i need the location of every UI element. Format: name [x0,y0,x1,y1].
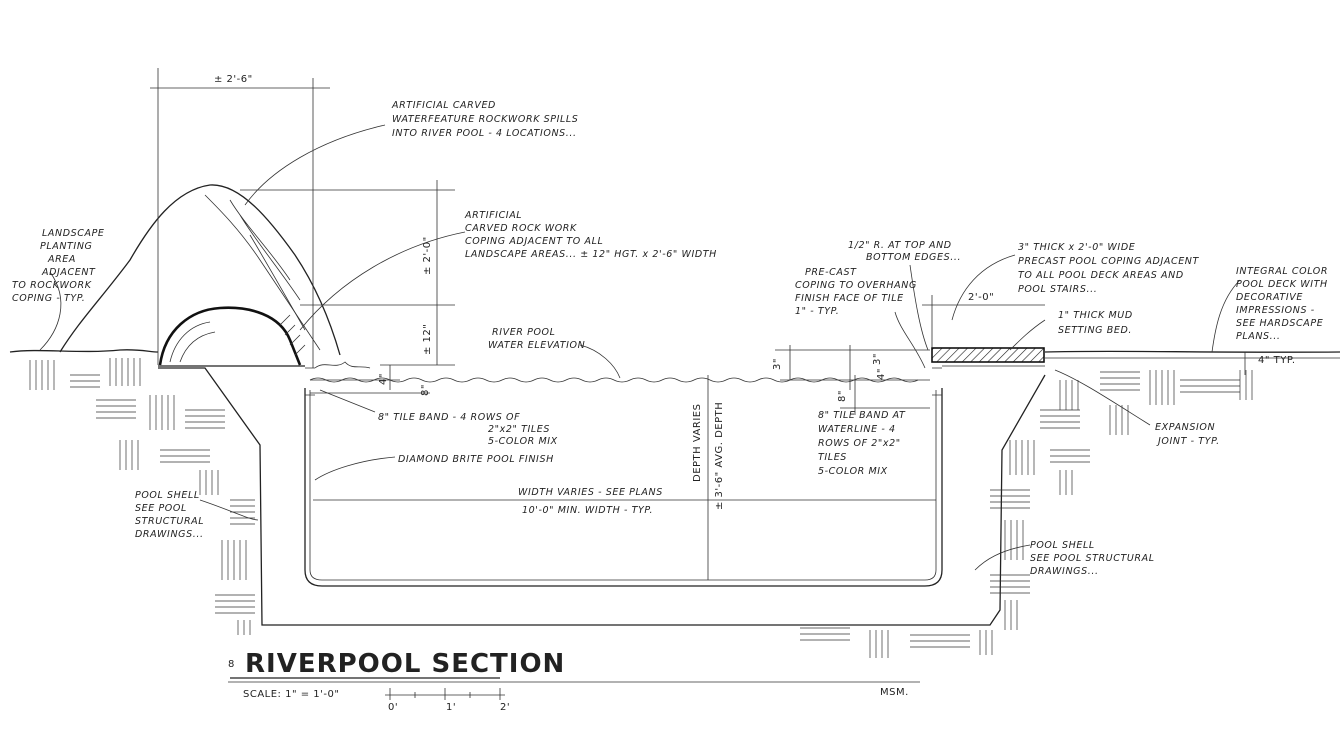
note-landscape: LANDSCAPE PLANTING AREA ADJACENT TO ROCK… [12,228,108,304]
dim-depth-avg: ± 3'-6" AVG. DEPTH [714,402,725,510]
drawing-title: RIVERPOOL SECTION [245,649,565,679]
dim-rock-base: ± 12" [422,324,433,355]
scale-tick-2: 2' [500,702,510,713]
dim-rock-width: ± 2'-6" [214,74,253,85]
initials: MSM. [880,687,909,698]
note-finish: DIAMOND BRITE POOL FINISH [398,454,554,465]
note-precast-overhang: PRE-CAST COPING TO OVERHANG FINISH FACE … [795,267,921,317]
dim-right-3: 3" [772,358,783,370]
rockwork [59,184,371,369]
dim-right-tile: 8" [837,390,848,402]
dim-left-tile: 8" [420,384,431,396]
note-deck: INTEGRAL COLOR POOL DECK WITH DECORATIVE… [1236,266,1332,342]
note-shell-right: POOL SHELL SEE POOL STRUCTURAL DRAWINGS.… [1030,540,1158,577]
dim-rock-height: ± 2'-0" [422,236,433,275]
note-width: WIDTH VARIES - SEE PLANS 10'-0" MIN. WID… [518,487,666,516]
water-line [309,377,919,383]
ground-lines [9,349,1341,359]
dim-coping-width: 2'-0" [968,292,994,303]
leader-lines [39,124,1241,571]
note-coping-desc: 3" THICK x 2'-0" WIDE PRECAST POOL COPIN… [1018,242,1203,295]
note-shell-left: POOL SHELL SEE POOL STRUCTURAL DRAWINGS.… [135,490,208,540]
dim-right-3b: 3" [872,353,883,365]
soil-hatching-left [29,358,255,635]
soil-hatching-right [800,370,1253,658]
note-radius: 1/2" R. AT TOP AND BOTTOM EDGES... [848,240,961,263]
scale-label: SCALE: 1" = 1'-0" [243,689,340,700]
dim-depth: DEPTH VARIES [692,404,703,482]
title-number: 8 [228,659,235,670]
note-rock-coping: ARTIFICIAL CARVED ROCK WORK COPING ADJAC… [464,210,717,260]
dim-right-4: 4" [876,368,887,380]
annotation-notes: ARTIFICIAL CARVED WATERFEATURE ROCKWORK … [12,100,1332,577]
dimension-lines [150,68,1246,580]
note-tile-right: 8" TILE BAND AT WATERLINE - 4 ROWS OF 2"… [818,410,909,477]
dim-left-small: 4" [378,373,389,385]
dimension-text: ± 2'-6" ± 2'-0" ± 12" 4" 8" 3" 3" 4" 8" … [214,74,1296,510]
note-tile-left: 8" TILE BAND - 4 ROWS OF 2"x2" TILES 5-C… [378,412,558,447]
note-water-elevation: RIVER POOL WATER ELEVATION [488,327,585,351]
scale-tick-0: 0' [388,702,398,713]
scale-tick-1: 1' [446,702,456,713]
pool-shell [158,365,1046,626]
note-expansion: EXPANSION JOINT - TYP. [1155,422,1220,447]
note-rockwork-spill: ARTIFICIAL CARVED WATERFEATURE ROCKWORK … [391,100,582,139]
precast-coping [931,347,1045,367]
note-mud-bed: 1" THICK MUD SETTING BED. [1058,310,1136,336]
title-block: 8 RIVERPOOL SECTION SCALE: 1" = 1'-0" 0'… [228,649,920,713]
dim-deck: 4" TYP. [1258,355,1296,366]
